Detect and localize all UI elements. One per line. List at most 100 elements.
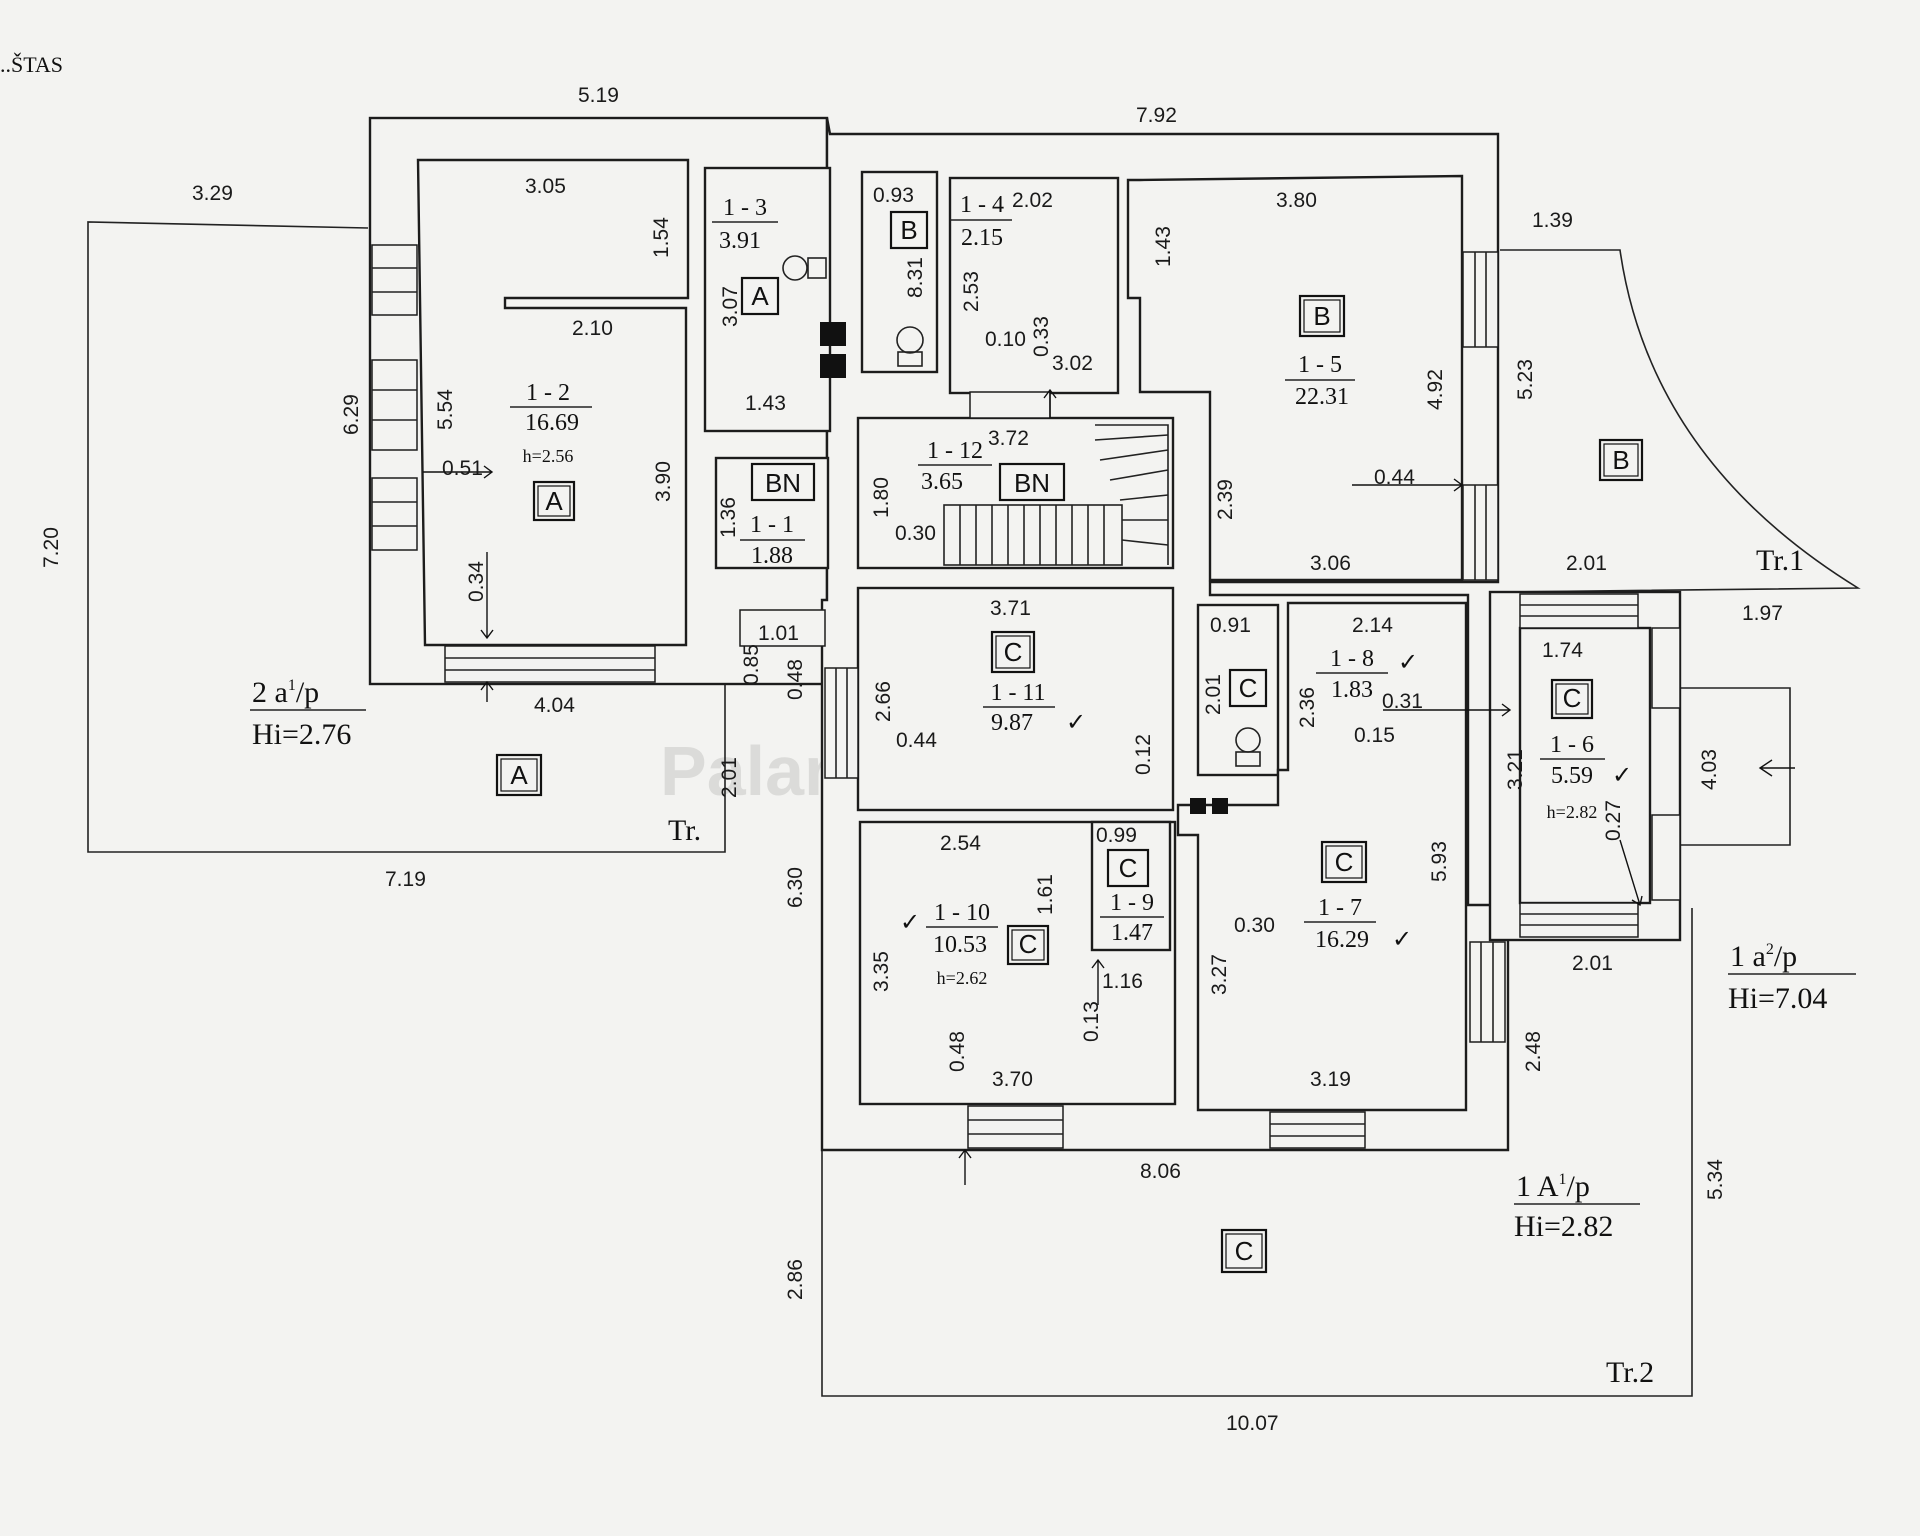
svg-text:1 - 7: 1 - 7 bbox=[1318, 895, 1362, 921]
svg-text:BN: BN bbox=[765, 468, 801, 498]
svg-text:h=2.56: h=2.56 bbox=[523, 446, 574, 466]
svg-text:4.04: 4.04 bbox=[534, 694, 575, 717]
svg-text:1 A1/p: 1 A1/p bbox=[1516, 1170, 1590, 1203]
zone-badge-c-room-1-7: C bbox=[1320, 840, 1368, 884]
dimension-arrows bbox=[423, 388, 1643, 1185]
svg-text:Hi=7.04: Hi=7.04 bbox=[1728, 982, 1827, 1015]
svg-text:3.07: 3.07 bbox=[719, 286, 742, 327]
svg-text:0.30: 0.30 bbox=[895, 522, 936, 545]
svg-text:8.06: 8.06 bbox=[1140, 1160, 1181, 1183]
svg-text:6.29: 6.29 bbox=[340, 394, 363, 435]
svg-text:0.85: 0.85 bbox=[740, 644, 763, 685]
svg-text:BN: BN bbox=[1014, 468, 1050, 498]
zone-badge-a-room-1-3: A bbox=[740, 276, 780, 316]
svg-text:1.97: 1.97 bbox=[1742, 602, 1783, 625]
terrace-a-outline bbox=[87, 221, 726, 853]
svg-text:1 - 12: 1 - 12 bbox=[927, 438, 983, 464]
header-fragment: ..ŠTAS bbox=[0, 52, 63, 77]
svg-text:22.31: 22.31 bbox=[1295, 384, 1349, 410]
terrace-label-tr1: Tr.1 bbox=[1756, 544, 1804, 577]
svg-text:1 - 6: 1 - 6 bbox=[1550, 732, 1594, 758]
corridor-1-4 bbox=[948, 176, 1120, 395]
block-1a2-label: 1 a2/p Hi=7.04 bbox=[1728, 940, 1856, 1015]
svg-text:3.91: 3.91 bbox=[719, 228, 761, 254]
svg-text:A: A bbox=[510, 760, 528, 790]
svg-text:16.69: 16.69 bbox=[525, 410, 579, 436]
terrace-b-outline bbox=[1500, 249, 1861, 593]
svg-text:2 a1/p: 2 a1/p bbox=[252, 676, 319, 709]
svg-text:1 - 9: 1 - 9 bbox=[1110, 890, 1154, 916]
svg-text:1.01: 1.01 bbox=[758, 622, 799, 645]
svg-text:4.03: 4.03 bbox=[1698, 749, 1721, 790]
svg-text:2.86: 2.86 bbox=[784, 1259, 807, 1300]
svg-text:1.80: 1.80 bbox=[870, 477, 893, 518]
zone-badge-c-room-1-6: C bbox=[1550, 678, 1594, 720]
dimension-labels: 5.19 7.92 3.29 7.19 3.05 2.10 0.51 4.04 … bbox=[192, 84, 1783, 1435]
svg-text:10.53: 10.53 bbox=[933, 932, 987, 958]
svg-text:3.65: 3.65 bbox=[921, 469, 963, 495]
room-label-1-8: 1 - 8 1.83 ✓ bbox=[1316, 646, 1418, 703]
svg-text:5.34: 5.34 bbox=[1704, 1159, 1727, 1200]
svg-text:1 - 11: 1 - 11 bbox=[990, 680, 1045, 706]
svg-text:C: C bbox=[1119, 853, 1138, 883]
svg-text:2.39: 2.39 bbox=[1214, 479, 1237, 520]
svg-text:C: C bbox=[1335, 847, 1354, 877]
svg-text:8.31: 8.31 bbox=[904, 257, 927, 298]
svg-text:2.66: 2.66 bbox=[872, 681, 895, 722]
svg-text:2.01: 2.01 bbox=[718, 757, 741, 798]
svg-text:2.10: 2.10 bbox=[572, 317, 613, 340]
svg-text:5.19: 5.19 bbox=[578, 84, 619, 107]
svg-text:4.92: 4.92 bbox=[1424, 369, 1447, 410]
svg-text:0.30: 0.30 bbox=[1234, 914, 1275, 937]
svg-text:B: B bbox=[1313, 301, 1330, 331]
room-labels: 1 - 2 16.69 h=2.56 1 - 3 3.91 1 - 4 2.15… bbox=[510, 192, 1632, 988]
svg-text:1.88: 1.88 bbox=[751, 543, 793, 569]
svg-text:16.29: 16.29 bbox=[1315, 927, 1369, 953]
room-label-1-1: 1 - 1 1.88 bbox=[740, 512, 805, 569]
terrace-label-tr2: Tr.2 bbox=[1606, 1356, 1654, 1389]
svg-text:Hi=2.82: Hi=2.82 bbox=[1514, 1210, 1613, 1243]
svg-text:3.29: 3.29 bbox=[192, 182, 233, 205]
svg-text:3.05: 3.05 bbox=[525, 175, 566, 198]
zone-badge-c-room-1-11: C bbox=[990, 630, 1036, 674]
svg-text:1.39: 1.39 bbox=[1532, 209, 1573, 232]
room-label-1-5: 1 - 5 22.31 bbox=[1285, 352, 1355, 410]
svg-text:0.91: 0.91 bbox=[1210, 614, 1251, 637]
svg-text:3.35: 3.35 bbox=[870, 951, 893, 992]
zone-badge-a-terrace: A bbox=[495, 753, 543, 797]
zone-badge-b-terrace: B bbox=[1598, 438, 1644, 482]
room-label-1-11: 1 - 11 9.87 ✓ bbox=[983, 680, 1086, 736]
room-label-1-2: 1 - 2 16.69 h=2.56 bbox=[510, 380, 592, 466]
svg-text:7.92: 7.92 bbox=[1136, 104, 1177, 127]
svg-text:1 - 5: 1 - 5 bbox=[1298, 352, 1342, 378]
svg-text:0.34: 0.34 bbox=[465, 561, 488, 602]
svg-text:1.54: 1.54 bbox=[650, 217, 673, 258]
svg-text:3.27: 3.27 bbox=[1208, 954, 1231, 995]
svg-text:1 a2/p: 1 a2/p bbox=[1730, 940, 1797, 973]
svg-text:5.54: 5.54 bbox=[434, 389, 457, 430]
svg-text:B: B bbox=[900, 215, 917, 245]
svg-text:0.93: 0.93 bbox=[873, 184, 914, 207]
svg-text:3.06: 3.06 bbox=[1310, 552, 1351, 575]
svg-text:3.19: 3.19 bbox=[1310, 1068, 1351, 1091]
svg-text:3.71: 3.71 bbox=[990, 597, 1031, 620]
svg-text:A: A bbox=[751, 281, 769, 311]
svg-text:1 - 4: 1 - 4 bbox=[960, 192, 1004, 218]
svg-text:B: B bbox=[1612, 445, 1629, 475]
svg-text:2.36: 2.36 bbox=[1296, 687, 1319, 728]
svg-text:1 - 2: 1 - 2 bbox=[526, 380, 570, 406]
room-label-1-7: 1 - 7 16.29 ✓ bbox=[1304, 895, 1412, 953]
svg-text:0.48: 0.48 bbox=[946, 1031, 969, 1072]
zone-badge-bn-room-1-12: BN bbox=[998, 462, 1066, 502]
svg-text:2.01: 2.01 bbox=[1566, 552, 1607, 575]
terrace-c-outline bbox=[821, 908, 1693, 1397]
svg-text:3.02: 3.02 bbox=[1052, 352, 1093, 375]
svg-text:2.53: 2.53 bbox=[960, 271, 983, 312]
zone-badge-c-room-1-8: C bbox=[1228, 668, 1268, 708]
entrance-outline bbox=[1680, 687, 1791, 846]
staircase bbox=[943, 424, 1169, 566]
svg-text:0.13: 0.13 bbox=[1080, 1001, 1103, 1042]
svg-text:C: C bbox=[1004, 637, 1023, 667]
svg-text:10.07: 10.07 bbox=[1226, 1412, 1279, 1435]
